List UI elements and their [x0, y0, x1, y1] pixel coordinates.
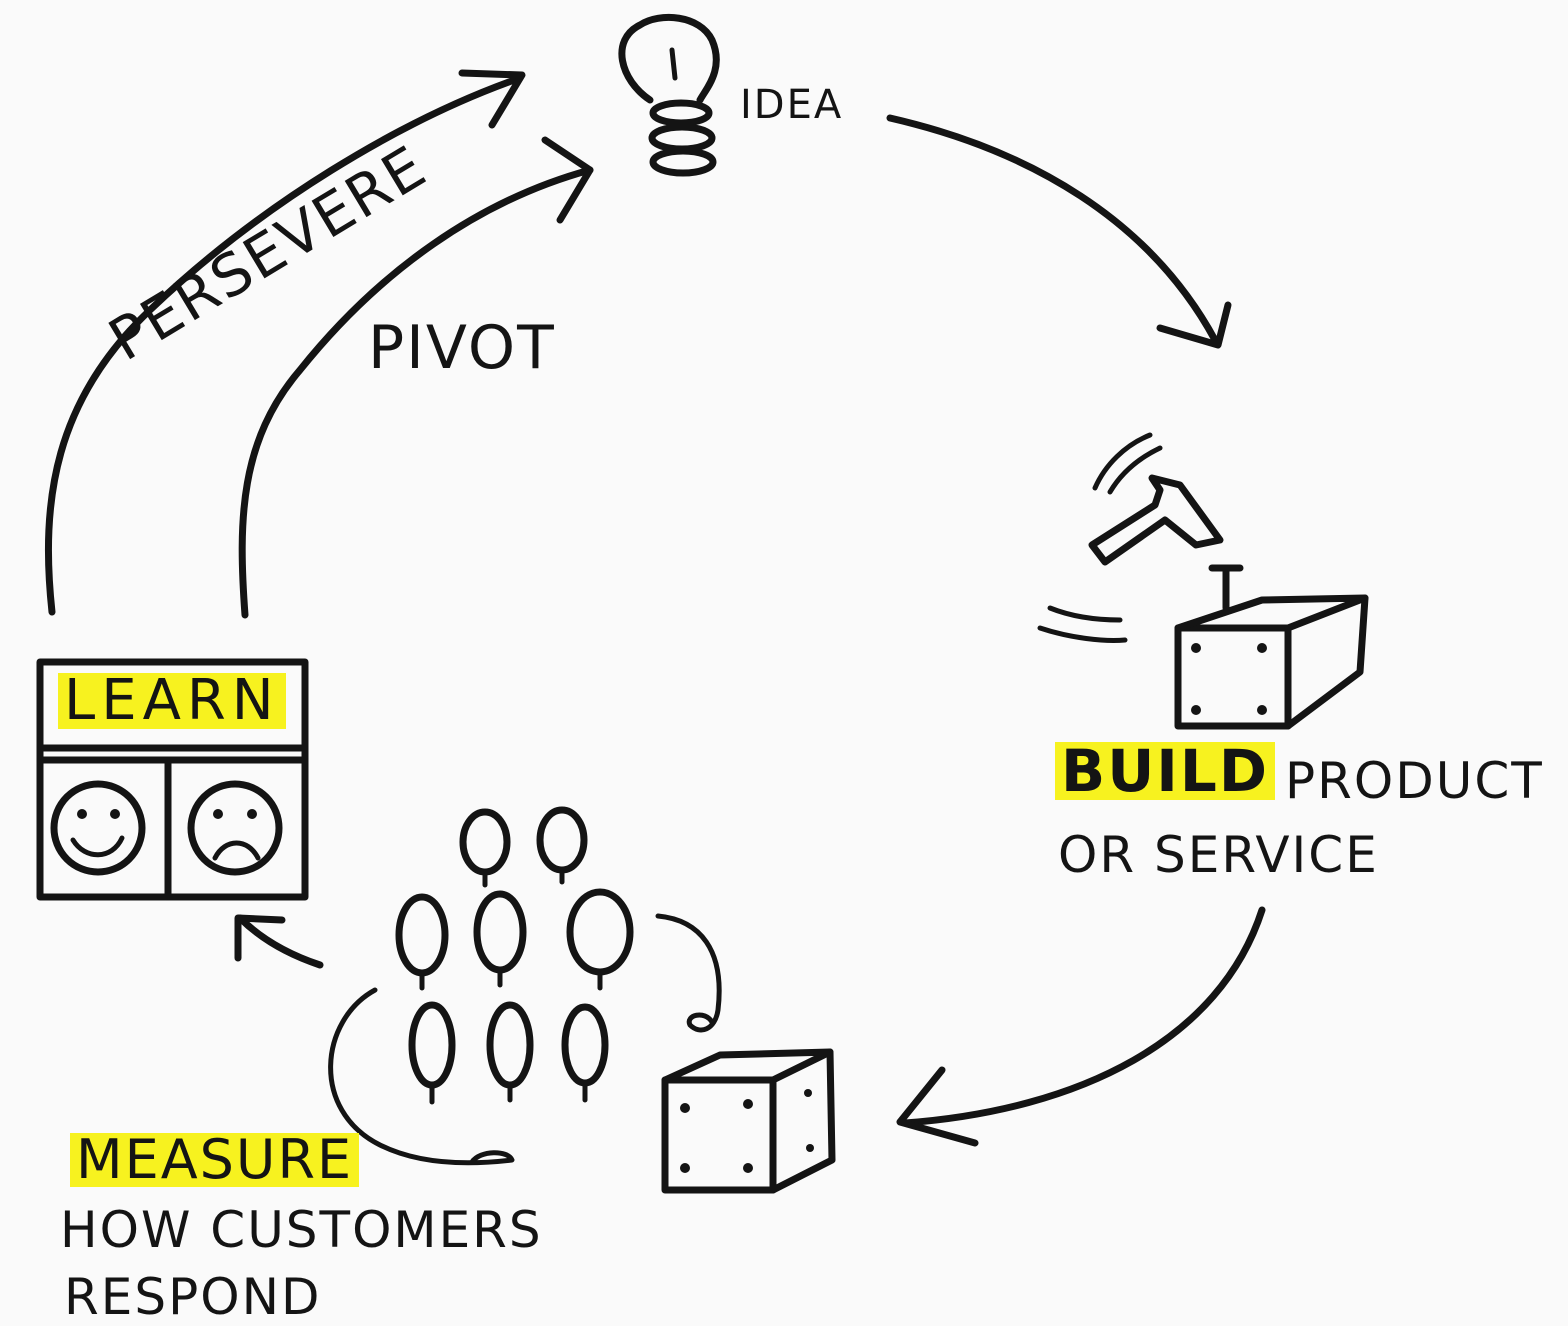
- crowd-icon: [328, 806, 722, 1166]
- arrow-measure-to-learn: [234, 914, 324, 969]
- arrow-persevere: [45, 69, 526, 616]
- arrow-idea-to-build: [886, 114, 1232, 349]
- learn-title: LEARN: [58, 673, 286, 729]
- hammer-icon: [1037, 432, 1244, 643]
- measure-line2: RESPOND: [64, 1268, 322, 1326]
- arrow-build-to-measure: [896, 906, 1266, 1147]
- product-box-icon: [1174, 594, 1369, 730]
- build-title: BUILD: [1055, 742, 1275, 800]
- measure-line1: HOW CUSTOMERS: [60, 1201, 543, 1259]
- build-line2: OR SERVICE: [1058, 826, 1379, 884]
- arrow-pivot: [238, 136, 594, 619]
- pivot-label: PIVOT: [368, 313, 556, 383]
- learn-box: [36, 658, 309, 901]
- measure-title: MEASURE: [70, 1133, 360, 1187]
- build-line1: PRODUCT: [1285, 752, 1544, 810]
- idea-label: IDEA: [740, 82, 844, 128]
- happy-face-icon: [50, 780, 146, 876]
- sad-face-icon: [187, 780, 283, 876]
- box-icon: [661, 1048, 836, 1194]
- lightbulb-icon: [618, 13, 720, 177]
